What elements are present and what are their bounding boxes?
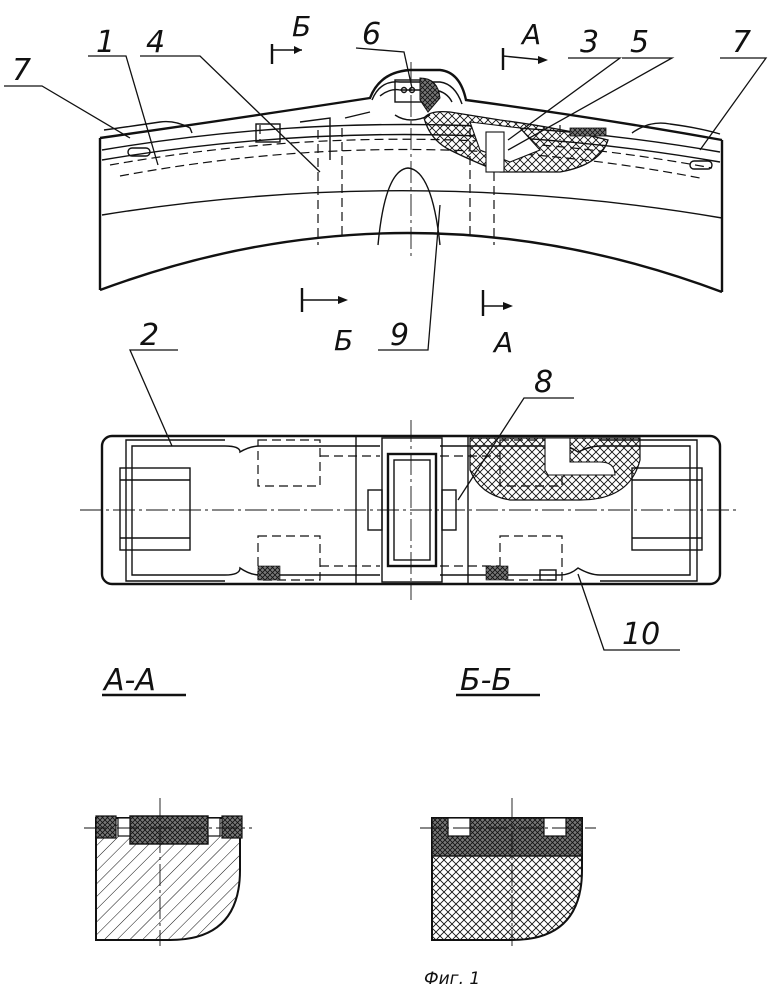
section-mark-b-top-label: Б bbox=[292, 10, 311, 43]
label-3: 3 bbox=[580, 25, 599, 60]
section-mark-b-bottom bbox=[300, 288, 348, 312]
section-title-aa: А-А bbox=[102, 663, 156, 698]
label-10: 10 bbox=[622, 617, 660, 652]
label-8: 8 bbox=[534, 365, 553, 400]
label-2: 2 bbox=[140, 318, 159, 353]
front-view-bottom-edge bbox=[99, 231, 723, 294]
front-view-inner-top-arc bbox=[101, 123, 721, 153]
label-7-right: 7 bbox=[732, 25, 751, 60]
section-aa bbox=[84, 693, 252, 946]
section-mark-a-top bbox=[501, 48, 548, 70]
label-7-left: 7 bbox=[12, 53, 31, 88]
label-9: 9 bbox=[390, 318, 409, 353]
section-mark-b-top bbox=[270, 44, 302, 64]
label-4: 4 bbox=[146, 25, 165, 60]
label-5: 5 bbox=[630, 25, 649, 60]
front-view bbox=[4, 44, 768, 351]
figure-caption: Фиг. 1 bbox=[424, 969, 480, 989]
label-6: 6 bbox=[362, 17, 381, 52]
front-view-top-edge bbox=[99, 68, 723, 142]
label-1: 1 bbox=[96, 25, 115, 60]
section-mark-a-bottom-label: А bbox=[492, 326, 513, 359]
section-mark-a-top-label: А bbox=[520, 18, 541, 51]
section-title-bb: Б-Б bbox=[460, 663, 512, 698]
section-mark-b-bottom-label: Б bbox=[334, 324, 353, 357]
section-bb bbox=[420, 693, 596, 946]
section-mark-a-bottom bbox=[481, 290, 513, 316]
plan-view bbox=[80, 349, 740, 651]
